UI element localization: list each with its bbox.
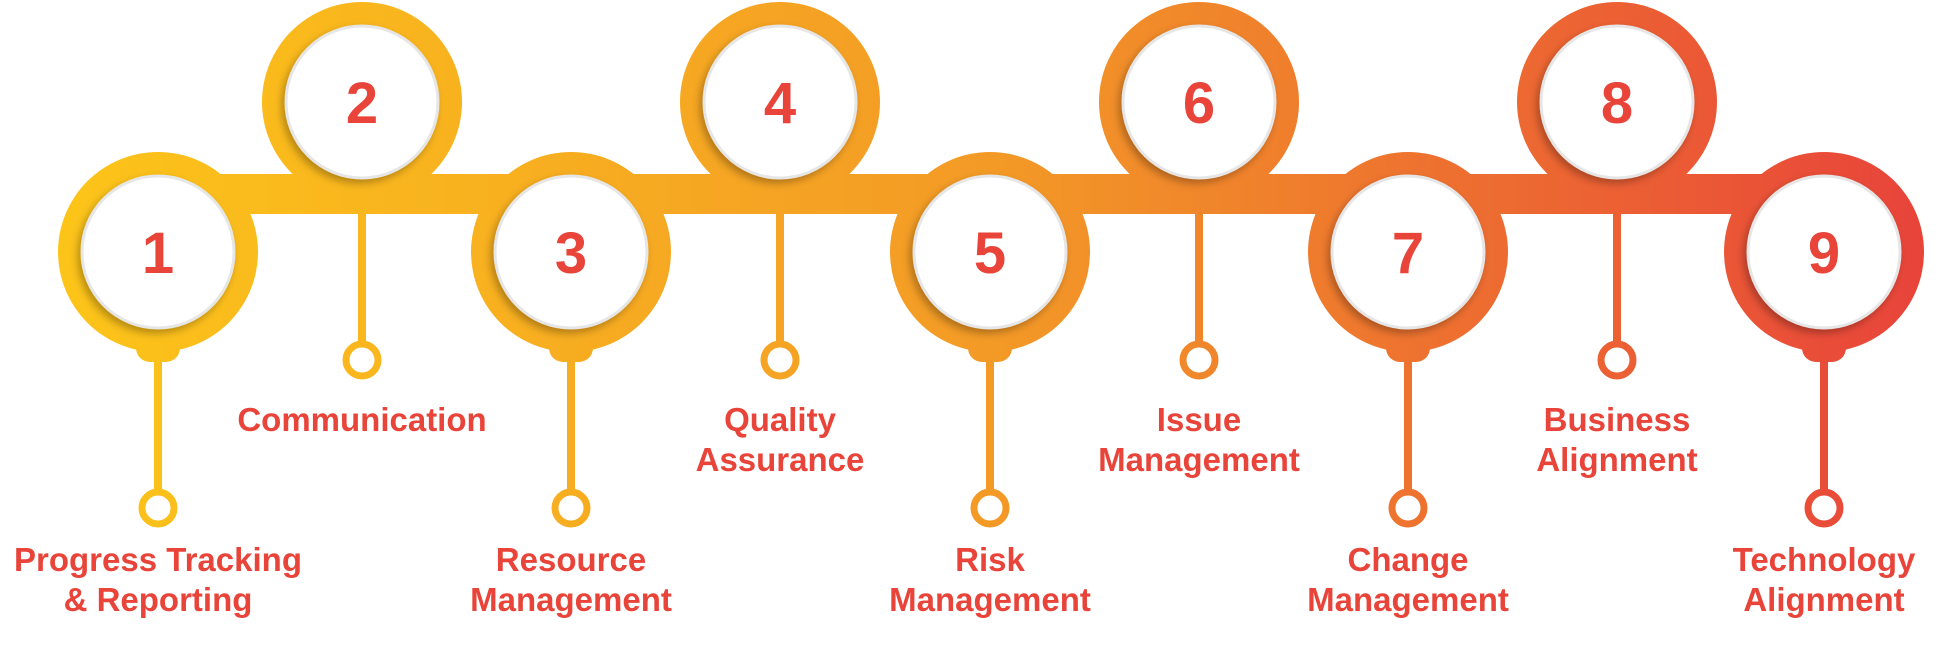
step-3-number: 3 [555, 221, 587, 286]
step-4-label-line-2: Assurance [696, 441, 865, 478]
step-6-inner-circle [1121, 24, 1277, 180]
step-4-label-line-1: Quality [724, 401, 837, 438]
step-7-label-line-1: Change [1347, 541, 1468, 578]
step-7-inner-circle [1330, 174, 1486, 330]
step-6-stem-dot [1179, 340, 1219, 380]
step-8-inner-circle [1539, 24, 1695, 180]
step-1-inner-circle [80, 174, 236, 330]
step-9-label-line-2: Alignment [1743, 581, 1904, 618]
step-4-number: 4 [764, 71, 796, 136]
step-labels: Progress Tracking& Reporting Communicatio… [14, 401, 1916, 618]
step-5-number: 5 [974, 221, 1006, 286]
step-9-number: 9 [1808, 221, 1840, 286]
step-5-stem-dot [970, 488, 1010, 528]
step-8-label-line-1: Business [1544, 401, 1691, 438]
step-8-label-line-2: Alignment [1536, 441, 1697, 478]
step-3-label-line-1: Resource [496, 541, 646, 578]
step-1-label-line-2: & Reporting [64, 581, 253, 618]
step-6-number: 6 [1183, 71, 1215, 136]
step-8-stem-dot [1597, 340, 1637, 380]
step-9-label-line-1: Technology [1733, 541, 1916, 578]
step-8-number: 8 [1601, 71, 1633, 136]
step-4-stem-dot [760, 340, 800, 380]
step-9-stem-dot [1804, 488, 1844, 528]
step-2-inner-circle [284, 24, 440, 180]
step-1-label-line-1: Progress Tracking [14, 541, 302, 578]
step-2-stem-dot [342, 340, 382, 380]
step-3-label-line-2: Management [470, 581, 672, 618]
step-5-label-line-1: Risk [955, 541, 1025, 578]
step-2-number: 2 [346, 71, 378, 136]
step-5-inner-circle [912, 174, 1068, 330]
step-nodes: 1 2 3 4 5 6 7 8 9 [58, 2, 1924, 352]
step-9-inner-circle [1746, 174, 1902, 330]
step-7-label-line-2: Management [1307, 581, 1509, 618]
step-6-label-line-2: Management [1098, 441, 1300, 478]
step-1-number: 1 [142, 221, 174, 286]
step-5-label-line-2: Management [889, 581, 1091, 618]
step-7-stem-dot [1388, 488, 1428, 528]
step-1-stem-dot [138, 488, 178, 528]
step-3-stem-dot [551, 488, 591, 528]
step-2-label-line-1: Communication [237, 401, 486, 438]
step-6-label-line-1: Issue [1157, 401, 1241, 438]
step-3-inner-circle [493, 174, 649, 330]
step-4-inner-circle [702, 24, 858, 180]
step-7-number: 7 [1392, 221, 1424, 286]
